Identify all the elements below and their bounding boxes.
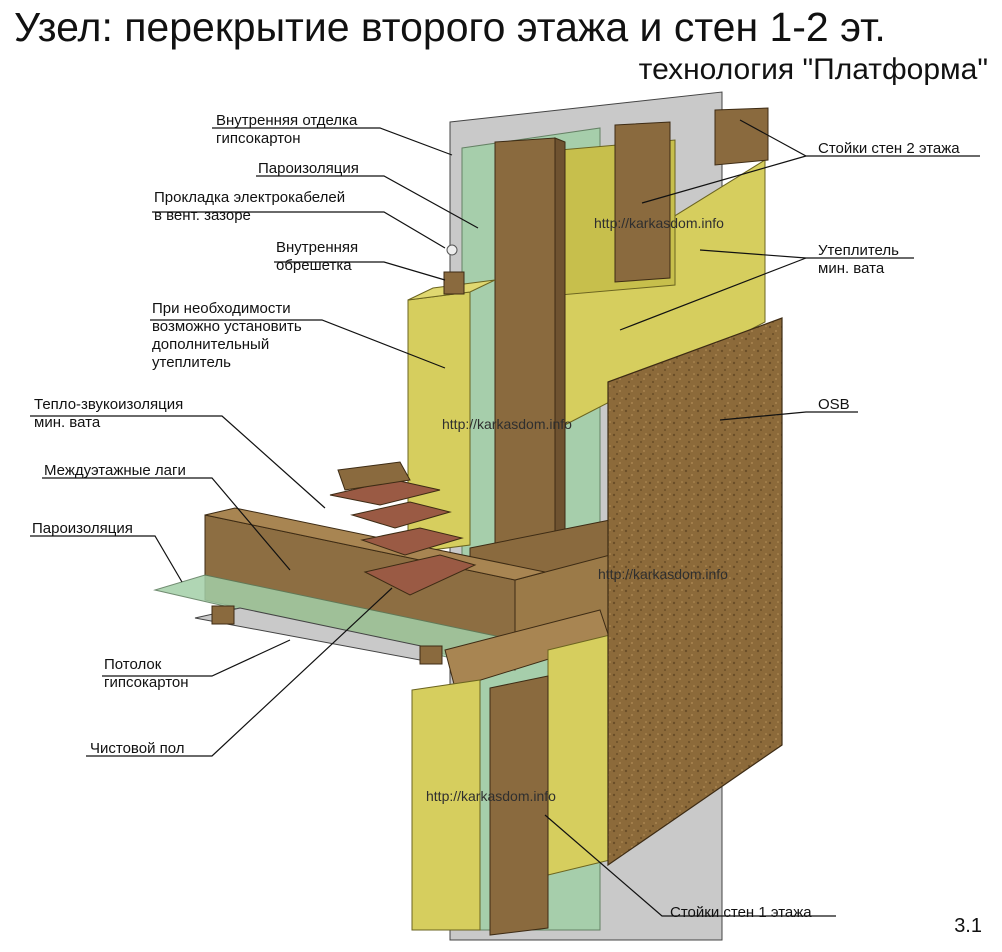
label-floor-joists: Междуэтажные лаги: [44, 462, 186, 479]
watermark: http://karkasdom.info: [598, 566, 728, 582]
page-subtitle: технология "Платформа": [638, 53, 988, 86]
upper-stud-back-1: [614, 121, 671, 283]
lower-insulation-right: [547, 634, 611, 876]
floor-board-4: [363, 554, 477, 596]
floor-board-3: [360, 527, 464, 556]
lower-insulation: [411, 679, 481, 931]
ceiling-batten-1: [211, 605, 235, 625]
label-studs-2: Стойки стен 2 этажа: [818, 140, 960, 157]
label-osb: OSB: [818, 396, 850, 413]
floor-board-top: [337, 461, 411, 491]
lower-stud: [489, 675, 549, 936]
leader-lines: [30, 119, 980, 917]
upper-stud-front: [494, 137, 556, 553]
figure-number: 3.1: [954, 915, 982, 937]
label-finish-floor: Чистовой пол: [90, 740, 185, 757]
upper-stud-back-2: [714, 107, 769, 166]
cable-conduit: [446, 244, 458, 256]
watermark: http://karkasdom.info: [426, 788, 556, 804]
watermark: http://karkasdom.info: [594, 215, 724, 231]
ceiling-batten-2: [419, 645, 443, 665]
floor-board-2: [350, 501, 452, 529]
osb-sheet: [607, 317, 783, 867]
interior-batten: [443, 271, 465, 295]
upper-stud-front-side: [554, 137, 566, 549]
label-vapor-barrier-floor: Пароизоляция: [32, 520, 133, 537]
watermark: http://karkasdom.info: [442, 416, 572, 432]
label-studs-1: Стойки стен 1 этажа: [670, 904, 812, 921]
page-title: Узел: перекрытие второго этажа и стен 1-…: [14, 4, 886, 50]
label-vapor-barrier-top: Пароизоляция: [258, 160, 359, 177]
